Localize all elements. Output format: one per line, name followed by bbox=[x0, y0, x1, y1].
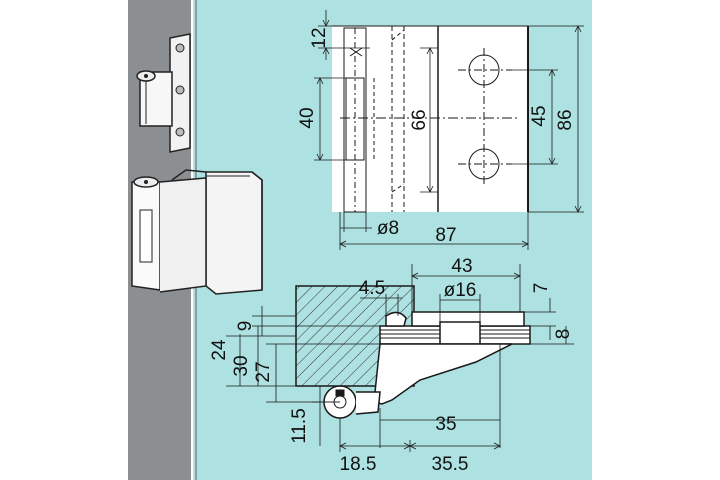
dim-27-label: 27 bbox=[253, 361, 274, 382]
dim-87-label: 87 bbox=[435, 225, 456, 246]
dim-18-5-label: 18.5 bbox=[340, 454, 377, 475]
hinge-wall-plate-icon bbox=[136, 33, 191, 153]
dim-9-label: 9 bbox=[235, 321, 256, 332]
dim-8-dia-label: ø8 bbox=[377, 218, 399, 239]
dim-86-label: 86 bbox=[555, 109, 576, 130]
dim-7-label: 7 bbox=[531, 283, 552, 294]
dim-8-label: 8 bbox=[553, 329, 574, 340]
dim-24-label: 24 bbox=[209, 339, 230, 361]
dim-4-5-label: 4.5 bbox=[359, 278, 385, 299]
dim-45-label: 45 bbox=[529, 105, 550, 126]
dim-16-dia-label: ø16 bbox=[444, 280, 477, 301]
side-view-labels: 43 4.5 ø16 7 8 9 24 30 27 11.5 35 18.5 3… bbox=[209, 256, 574, 475]
dim-35-5-label: 35.5 bbox=[432, 454, 469, 475]
hinge-glass-clamp-icon bbox=[131, 169, 263, 295]
top-view-drawing bbox=[314, 10, 584, 250]
top-view-labels: 12 40 66 45 86 ø8 87 bbox=[297, 27, 576, 246]
dim-12-label: 12 bbox=[309, 27, 330, 48]
dim-43-label: 43 bbox=[451, 256, 472, 277]
dim-30-label: 30 bbox=[231, 355, 252, 376]
side-view-drawing bbox=[226, 264, 574, 452]
dim-40-label: 40 bbox=[297, 107, 318, 128]
dim-66-label: 66 bbox=[409, 109, 430, 130]
dim-11-5-label: 11.5 bbox=[289, 408, 310, 444]
dim-35-label: 35 bbox=[435, 414, 456, 435]
